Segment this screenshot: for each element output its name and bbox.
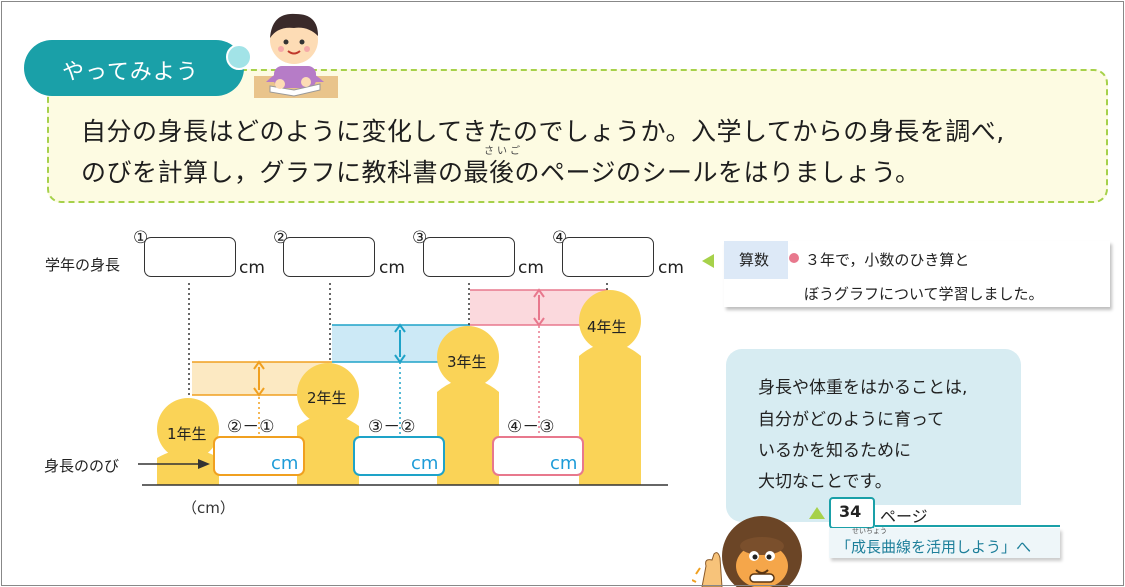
grade-label-1: 1年生 (167, 425, 207, 443)
height-input-box-2[interactable] (283, 237, 375, 277)
growth-unit-1: cm (271, 453, 299, 474)
reference-link-box[interactable] (829, 528, 1060, 558)
reference-ruby: せいちょう (852, 527, 887, 535)
growth-input-box-2[interactable] (353, 436, 445, 476)
math-note-box (724, 241, 1110, 307)
growth-expr-1: ②－① (227, 417, 275, 437)
activity-instruction-line1: 自分の身長はどのように変化してきたのでしょうか。入学してからの身長を調べ, (81, 117, 1005, 146)
math-note-tag-label: 算数 (739, 251, 770, 269)
growth-expr-2: ③－② (368, 417, 416, 437)
math-note-line2: ぼうグラフについて学習しました。 (804, 285, 1044, 303)
axis-unit: （cm） (182, 499, 235, 517)
ruby-saigo: さいご (484, 146, 523, 157)
height-unit-2: cm (379, 258, 405, 278)
student-writing-illustration (254, 13, 338, 98)
height-input-box-1[interactable] (144, 237, 236, 277)
growth-unit-3: cm (550, 453, 578, 474)
pill-dot-icon (226, 44, 252, 70)
math-note-line1: ３年で，小数のひき算と (805, 251, 970, 269)
bubble-line-3: いるかを知るために (758, 441, 911, 461)
bubble-line-2: 自分がどのように育って (758, 410, 945, 430)
height-input-box-3[interactable] (423, 237, 515, 277)
note-bullet-icon (789, 253, 799, 263)
reference-link[interactable]: 「成長曲線を活用しよう」へ (836, 538, 1032, 556)
grade-label-4: 4年生 (587, 318, 627, 336)
row-label-growth: 身長ののび (44, 457, 120, 475)
grade-figures (157, 290, 641, 485)
speech-bubble (726, 349, 1021, 522)
activity-label-pill: やってみよう (24, 40, 244, 96)
note-pointer-icon (702, 254, 714, 268)
growth-unit-2: cm (411, 453, 439, 474)
height-unit-4: cm (658, 258, 684, 278)
reference-page-word: ページ (880, 507, 928, 526)
bubble-line-1: 身長や体重をはかることは, (758, 378, 968, 398)
reference-page-number: 34 (839, 502, 862, 521)
bubble-line-4: 大切なことです。 (758, 472, 892, 492)
activity-label: やってみよう (62, 60, 199, 85)
height-unit-1: cm (239, 258, 265, 278)
height-input-box-4[interactable] (562, 237, 654, 277)
growth-input-box-1[interactable] (213, 436, 305, 476)
activity-instruction-line2: のびを計算し，グラフに教科書の最後のページのシールをはりましょう。 (81, 158, 921, 187)
growth-input-box-3[interactable] (492, 436, 584, 476)
grade-label-2: 2年生 (307, 389, 347, 407)
math-note-tag (724, 241, 788, 279)
growth-expr-3: ④－③ (507, 417, 555, 437)
grade-label-3: 3年生 (447, 353, 487, 371)
gorilla-mascot-illustration (692, 516, 802, 587)
page-reference-bar (875, 505, 1060, 527)
row-label-grade-height: 学年の身長 (45, 256, 121, 274)
reference-pointer-icon (809, 507, 825, 519)
height-unit-3: cm (518, 258, 544, 278)
